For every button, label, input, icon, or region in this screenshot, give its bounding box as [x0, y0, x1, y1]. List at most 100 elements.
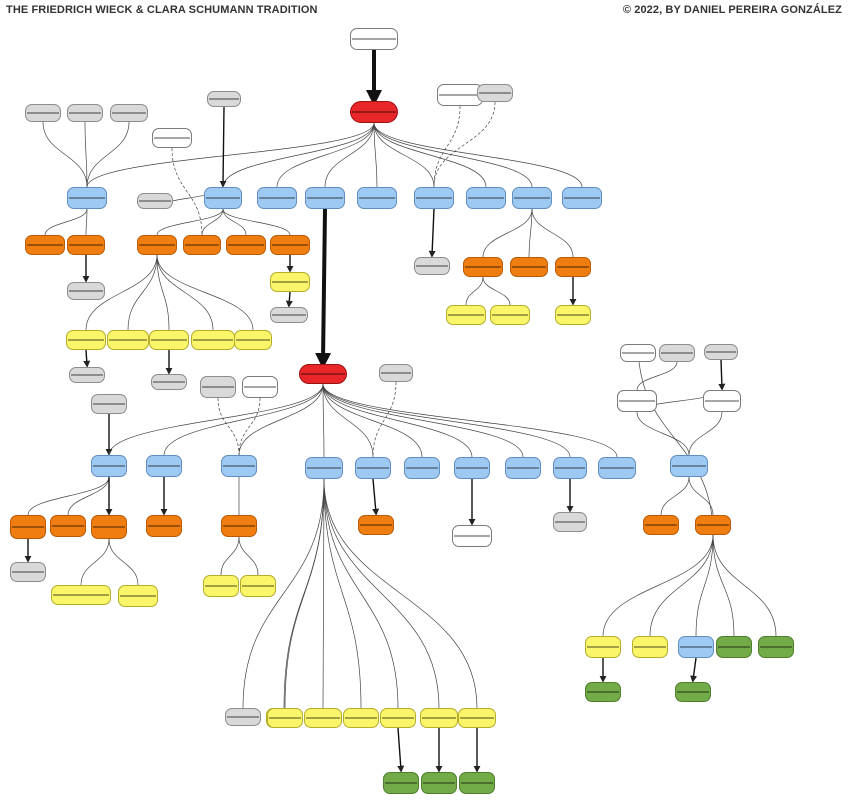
lineage-node [553, 457, 587, 479]
lineage-edge [201, 208, 224, 236]
lineage-node [118, 585, 158, 607]
lineage-node [420, 708, 458, 728]
lineage-node [675, 682, 711, 702]
lineage-edge [636, 361, 678, 391]
lineage-edge [660, 476, 690, 516]
lineage-node [151, 374, 187, 390]
lineage-node [200, 376, 236, 398]
lineage-node [437, 84, 483, 106]
lineage-edge [718, 359, 726, 391]
lineage-node [350, 101, 398, 123]
lineage-node [242, 376, 278, 398]
lineage-node [299, 364, 347, 384]
lineage-edge [712, 534, 735, 637]
lineage-node [383, 772, 419, 794]
lineage-node [695, 515, 731, 535]
lineage-edge [482, 208, 533, 258]
lineage-node [305, 457, 343, 479]
lineage-node [505, 457, 541, 479]
lineage-edge [688, 476, 714, 516]
lineage-node [67, 235, 105, 255]
lineage-node [25, 104, 61, 122]
lineage-node [270, 307, 308, 323]
lineage-edge [44, 208, 88, 236]
lineage-node [510, 257, 548, 277]
lineage-node [512, 187, 552, 209]
lineage-edge [531, 208, 574, 258]
lineage-node [379, 364, 413, 382]
lineage-node [107, 330, 149, 350]
lineage-node [240, 575, 276, 597]
lineage-edge [84, 121, 88, 188]
lineage-node [257, 187, 297, 209]
lineage-node [678, 636, 714, 658]
lineage-edge [322, 478, 325, 709]
lineage-node [225, 708, 261, 726]
lineage-edge [428, 208, 436, 258]
lineage-node [459, 772, 495, 794]
lineage-edge [322, 383, 423, 458]
lineage-node [357, 187, 397, 209]
lineage-edge [372, 478, 380, 516]
lineage-node [562, 187, 602, 209]
lineage-edge [373, 122, 533, 188]
lineage-edge [397, 727, 405, 773]
lineage-node [758, 636, 794, 658]
lineage-node [659, 344, 695, 362]
lineage-node [137, 235, 177, 255]
lineage-edge [433, 101, 496, 188]
lineage-edge [373, 122, 583, 188]
lineage-node [404, 457, 440, 479]
lineage-edge [284, 478, 325, 709]
lineage-node [617, 390, 657, 412]
lineage-node [463, 257, 503, 277]
lineage-node [421, 772, 457, 794]
lineage-edge [238, 536, 259, 576]
lineage-node [66, 330, 106, 350]
lineage-edge [156, 254, 214, 331]
lineage-edge [222, 208, 291, 236]
lineage-edge [324, 122, 375, 188]
lineage-node [350, 28, 398, 50]
copyright-notice: © 2022, BY DANIEL PEREIRA GONZÁLEZ [622, 4, 842, 16]
lineage-edge [528, 208, 533, 258]
lineage-edge [315, 208, 332, 369]
lineage-edge [156, 208, 224, 236]
lineage-edge [285, 291, 293, 308]
lineage-node [454, 457, 490, 479]
lineage-edge [372, 381, 397, 458]
lineage-node [343, 708, 379, 728]
lineage-node [704, 344, 738, 360]
lineage-node [446, 305, 486, 325]
lineage-node [91, 515, 127, 539]
lineage-edge [127, 254, 158, 331]
lineage-node [555, 305, 591, 325]
lineage-edge [433, 105, 461, 188]
lineage-edge [222, 122, 375, 188]
lineage-edge [163, 383, 324, 456]
lineage-edge [636, 411, 690, 456]
lineage-node [304, 708, 342, 728]
lineage-node [270, 235, 310, 255]
lineage-edge [83, 349, 91, 368]
lineage-node [137, 193, 173, 209]
lineage-edge [690, 657, 698, 683]
lineage-node [477, 84, 513, 102]
lineage-edge [602, 534, 714, 637]
lineage-edge [276, 122, 375, 188]
lineage-edge [222, 208, 247, 236]
lineage-edge [156, 254, 254, 331]
lineage-node [670, 455, 708, 477]
lineage-node [203, 575, 239, 597]
lineage-node [414, 187, 454, 209]
lineage-edge [219, 106, 227, 188]
lineage-node [191, 330, 235, 350]
lineage-edge [322, 383, 524, 458]
lineage-edge [323, 478, 478, 709]
lineage-edge [86, 122, 375, 188]
lineage-edge [373, 122, 378, 188]
lineage-edge [108, 538, 139, 586]
lineage-edge [108, 383, 324, 456]
